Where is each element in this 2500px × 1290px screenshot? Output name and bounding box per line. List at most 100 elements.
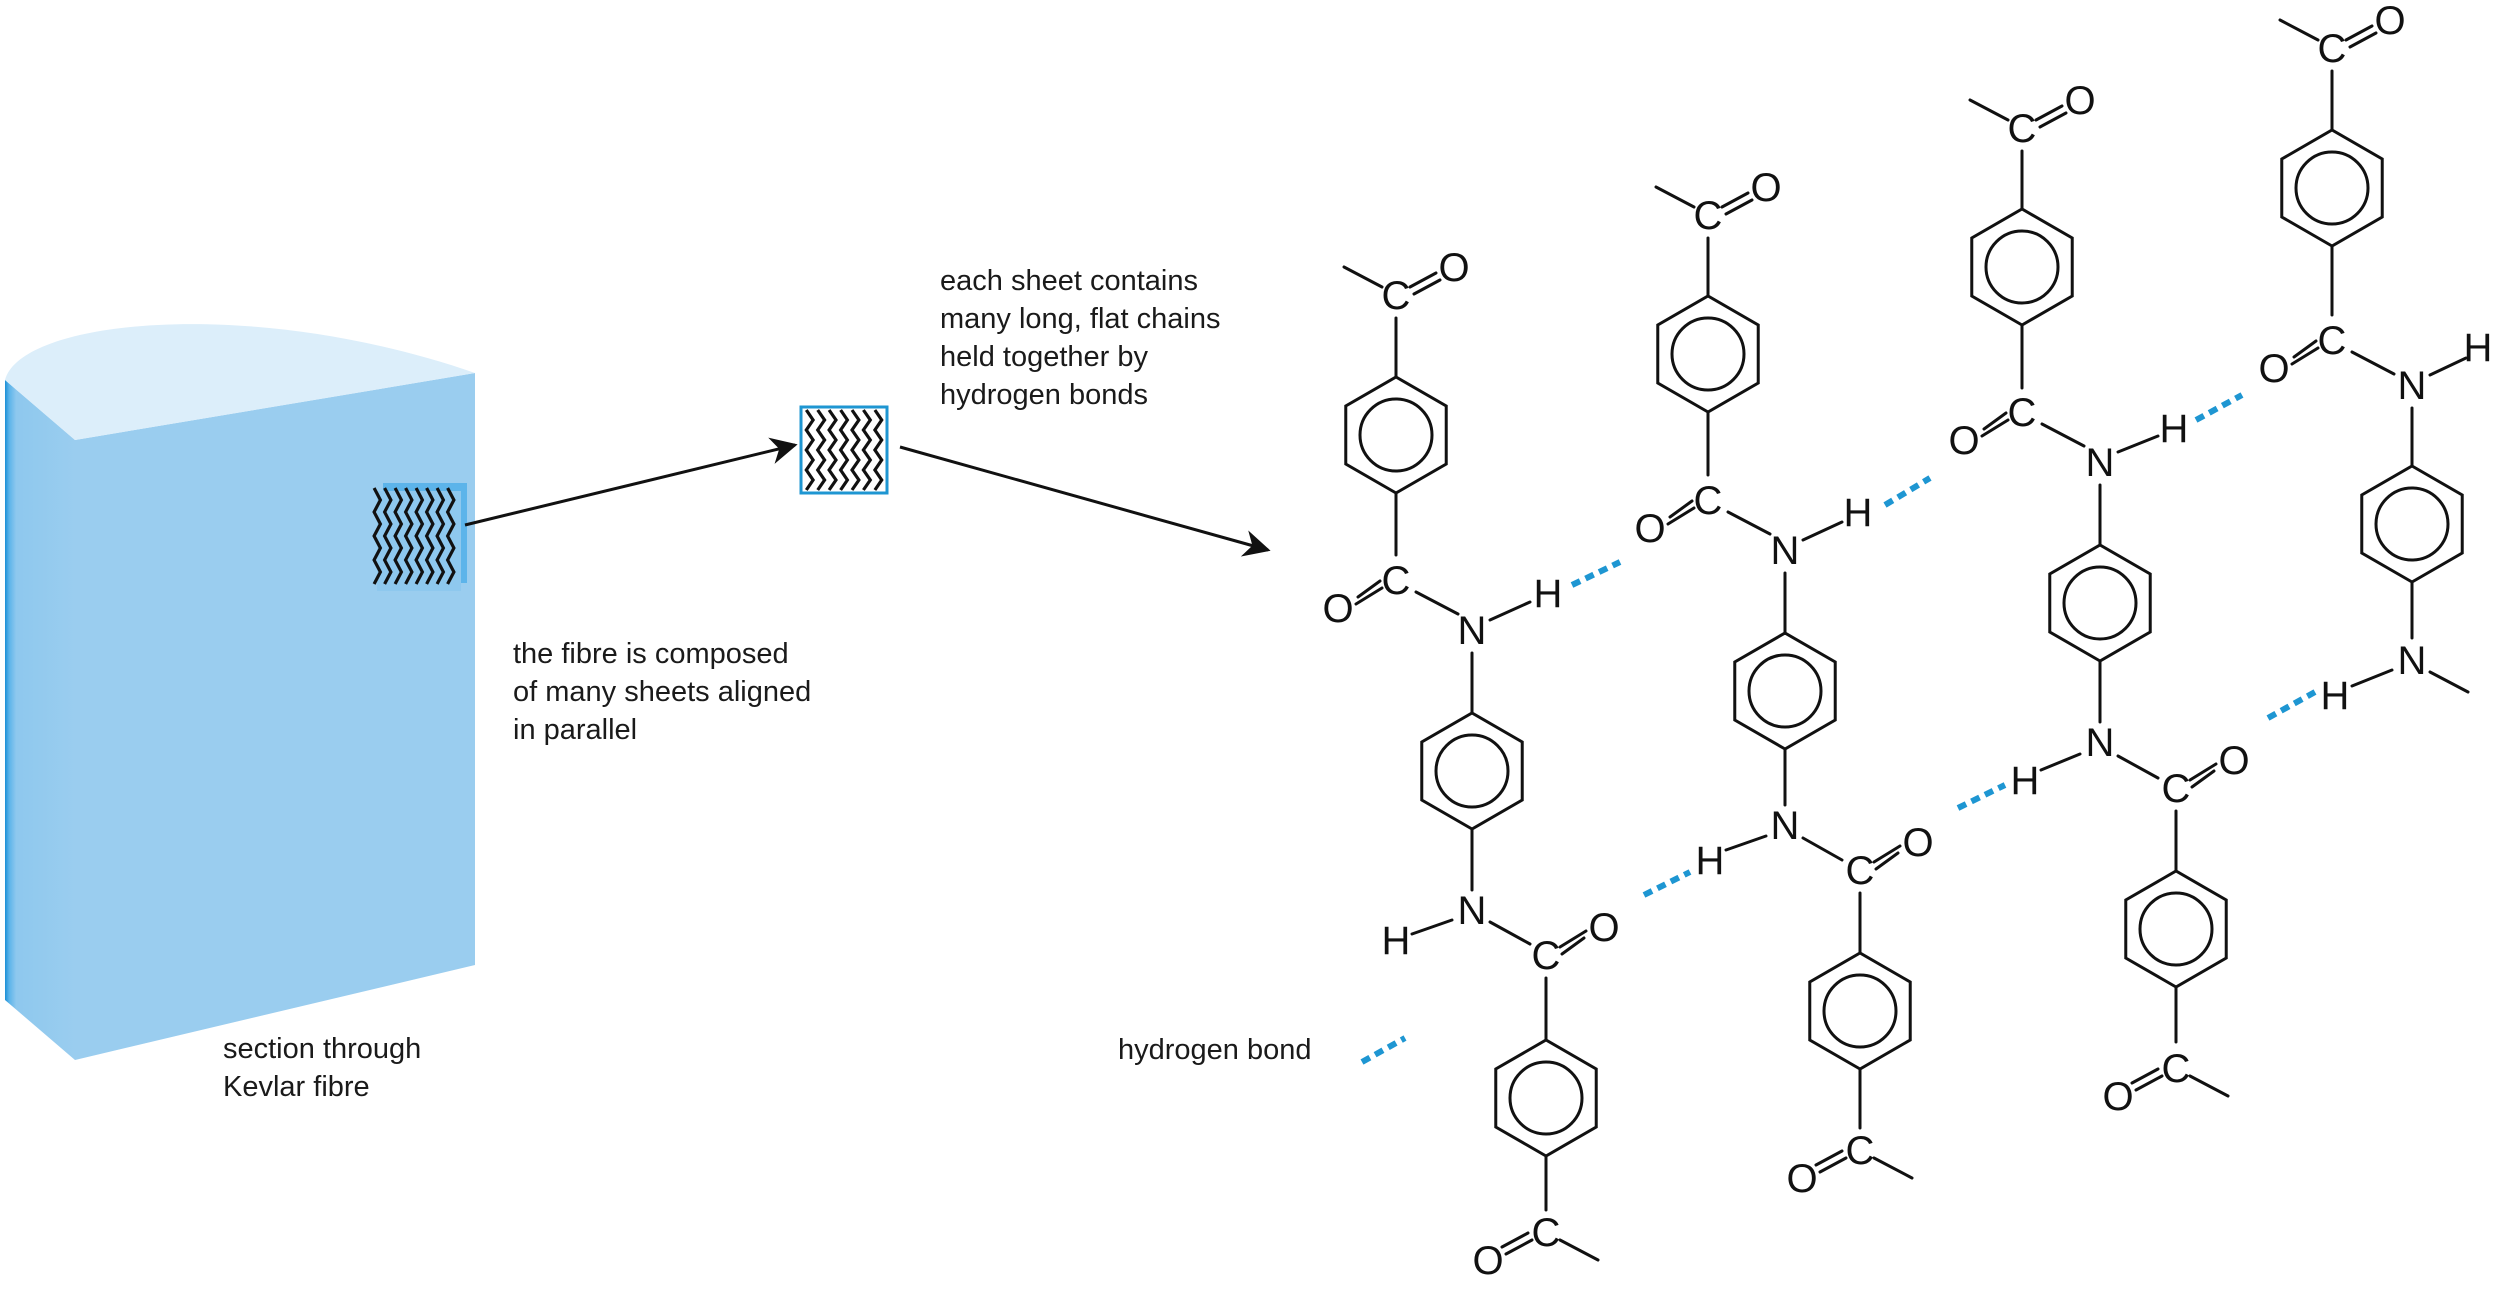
sheet-stripe	[445, 487, 456, 585]
aromatic-circle	[1984, 229, 2060, 305]
bond	[1872, 1156, 1914, 1180]
benzene-ring	[1808, 951, 1912, 1071]
double-bond	[2344, 24, 2374, 42]
arrow-to-chains	[899, 445, 1271, 557]
bond	[1654, 185, 1696, 209]
double-bond	[1354, 586, 1384, 606]
bond	[2188, 1074, 2230, 1098]
aromatic-circle	[2294, 150, 2370, 226]
double-bond	[2130, 1067, 2160, 1085]
sheet-stripe	[414, 487, 425, 585]
sheets-caption-line: the fibre is composed	[513, 638, 789, 670]
carbon-atom: C	[2318, 27, 2347, 71]
hbond-legend-label: hydrogen bond	[1118, 1034, 1312, 1066]
fibre-side-face	[75, 373, 475, 1060]
hbond-legend-dash	[1360, 1035, 1407, 1065]
sheet-stripe	[435, 487, 446, 585]
bond	[1724, 834, 1768, 852]
bond	[2428, 670, 2470, 694]
hydrogen-bond	[2266, 689, 2317, 721]
bond	[1801, 836, 1844, 862]
double-bond	[1982, 411, 2008, 431]
nitrogen-atom: N	[2086, 721, 2115, 765]
chains-caption: each sheet contains many long, flat chai…	[940, 262, 1220, 414]
bond	[1726, 510, 1772, 536]
double-bond	[1500, 1231, 1530, 1249]
hydrogen-atom: H	[1844, 491, 1873, 535]
double-bond	[2190, 769, 2216, 789]
bond	[1801, 520, 1844, 542]
double-bond	[2292, 339, 2318, 359]
bond	[1488, 920, 1532, 946]
fibre-section-caption: section through Kevlar fibre	[223, 1030, 421, 1106]
aromatic-circle	[1670, 316, 1746, 392]
double-bond	[1356, 579, 1382, 599]
chains-caption-line: each sheet contains	[940, 265, 1198, 297]
oxygen-atom: O	[2064, 79, 2095, 123]
hydrogen-atom: H	[2321, 674, 2350, 718]
bond	[1414, 590, 1460, 616]
carbon-atom: C	[2008, 391, 2037, 435]
carbon-atom: C	[1532, 1211, 1561, 1255]
oxygen-atom: O	[2258, 347, 2289, 391]
carbon-atom: C	[2008, 107, 2037, 151]
oxygen-atom: O	[2218, 739, 2249, 783]
fibre-top-face	[5, 324, 475, 440]
double-bond	[1874, 851, 1900, 871]
benzene-ring	[1420, 711, 1524, 831]
benzene-ring	[1494, 1038, 1598, 1158]
benzene-ring	[1344, 375, 1448, 495]
aromatic-circle	[1358, 397, 1434, 473]
nitrogen-atom: N	[2086, 441, 2115, 485]
fibre-section	[5, 324, 475, 1060]
nitrogen-atom: N	[2398, 639, 2427, 683]
hydrogen-atom: H	[1382, 919, 1411, 963]
bond	[2039, 752, 2082, 772]
benzene-ring	[2360, 464, 2464, 584]
carbon-atom: C	[1382, 559, 1411, 603]
fibre-section-caption-line: Kevlar fibre	[223, 1071, 370, 1103]
aromatic-circle	[1822, 973, 1898, 1049]
benzene-ring	[2280, 128, 2384, 248]
aromatic-circle	[1508, 1060, 1584, 1136]
double-bond	[1412, 278, 1442, 296]
carbon-atom: C	[1846, 1129, 1875, 1173]
carbon-atom: C	[1694, 194, 1723, 238]
sheet-stripe	[815, 409, 827, 491]
hydrogen-atom: H	[1696, 839, 1725, 883]
carbon-atom: C	[1382, 274, 1411, 318]
carbon-atom: C	[2162, 1047, 2191, 1091]
sheet-stripe	[838, 409, 850, 491]
sheet-stripe	[372, 487, 383, 585]
sheets-caption: the fibre is composed of many sheets ali…	[513, 635, 811, 749]
bond	[2116, 434, 2160, 454]
aromatic-circle	[1434, 733, 1510, 809]
double-bond	[1668, 499, 1694, 519]
sheet-stripe	[850, 409, 861, 491]
carbon-atom: C	[1532, 934, 1561, 978]
carbon-atom: C	[2162, 767, 2191, 811]
double-bond	[2034, 104, 2064, 122]
double-bond	[1408, 271, 1438, 289]
sheet-stripe	[382, 487, 393, 585]
carbon-atom: C	[2318, 319, 2347, 363]
oxygen-atom: O	[1902, 821, 1933, 865]
oxygen-atom: O	[1634, 507, 1665, 551]
nitrogen-atom: N	[1458, 889, 1487, 933]
oxygen-atom: O	[2374, 0, 2405, 43]
carbon-atom: C	[1846, 849, 1875, 893]
sheet-stripe	[804, 409, 816, 491]
bond	[2116, 754, 2160, 780]
oxygen-atom: O	[1750, 166, 1781, 210]
arrow-to-sheet	[464, 437, 798, 527]
sheet-stack	[372, 483, 467, 591]
sheets-caption-line: in parallel	[513, 714, 638, 746]
hydrogen-bonds	[1570, 392, 2317, 898]
sheet-stripe	[861, 409, 873, 491]
sheet-stripe	[393, 487, 404, 585]
bond	[2040, 422, 2086, 448]
nitrogen-atom: N	[2398, 364, 2427, 408]
oxygen-atom: O	[1322, 587, 1353, 631]
double-bond	[2290, 346, 2320, 366]
